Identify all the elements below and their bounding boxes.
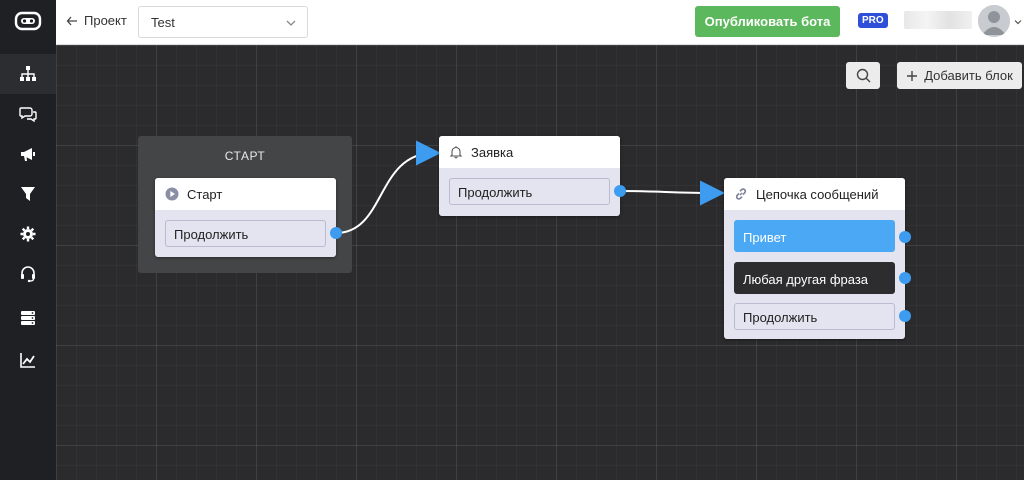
- add-block-button[interactable]: Добавить блок: [897, 62, 1022, 89]
- output-connector[interactable]: [899, 272, 911, 284]
- server-icon: [21, 311, 35, 325]
- arrow-left-icon: [66, 16, 77, 25]
- node-message-chain-header[interactable]: Цепочка сообщений: [724, 178, 905, 210]
- node-chain-button-hello[interactable]: Привет: [734, 220, 895, 252]
- sitemap-icon: [20, 66, 36, 81]
- sidebar-item-filters[interactable]: [0, 174, 56, 214]
- search-icon: [856, 68, 870, 83]
- chart-line-icon: [20, 353, 35, 368]
- node-start-button-continue[interactable]: Продолжить: [165, 220, 326, 247]
- plus-icon: [907, 70, 918, 81]
- sidebar-item-settings[interactable]: [0, 214, 56, 254]
- sidebar-item-broadcasts[interactable]: [0, 134, 56, 174]
- logo-icon[interactable]: [14, 8, 42, 34]
- node-start-header[interactable]: Старт: [155, 178, 336, 210]
- play-circle-icon: [165, 187, 179, 201]
- chat-icon: [19, 107, 37, 123]
- chevron-down-icon: [286, 20, 296, 26]
- filter-icon: [21, 187, 35, 201]
- sidebar-item-analytics[interactable]: [0, 340, 56, 380]
- headset-icon: [21, 266, 35, 283]
- sidebar: [0, 0, 56, 480]
- sidebar-item-flow[interactable]: [0, 54, 56, 94]
- user-avatar-icon: [978, 5, 1010, 37]
- back-to-project-link[interactable]: Проект: [66, 13, 127, 28]
- avatar[interactable]: [978, 5, 1010, 37]
- node-request-header[interactable]: Заявка: [439, 136, 620, 168]
- flow-canvas[interactable]: Добавить блок СТАРТ Старт Продолжить: [56, 45, 1024, 480]
- output-connector[interactable]: [899, 231, 911, 243]
- output-connector[interactable]: [614, 185, 626, 197]
- node-start[interactable]: Старт Продолжить: [155, 178, 336, 257]
- connection-wires: [335, 140, 725, 234]
- link-icon: [735, 188, 747, 200]
- megaphone-icon: [21, 148, 35, 161]
- node-request[interactable]: Заявка Продолжить: [439, 136, 620, 216]
- project-select-value: Test: [151, 15, 175, 30]
- sidebar-item-chats[interactable]: [0, 94, 56, 134]
- publish-bot-button[interactable]: Опубликовать бота: [695, 6, 840, 37]
- sidebar-item-storage[interactable]: [0, 298, 56, 338]
- node-title: Цепочка сообщений: [756, 186, 879, 202]
- node-request-button-continue[interactable]: Продолжить: [449, 178, 610, 205]
- add-block-label: Добавить блок: [924, 68, 1013, 83]
- back-link-label: Проект: [84, 13, 127, 28]
- output-connector[interactable]: [899, 310, 911, 322]
- node-chain-button-any-phrase[interactable]: Любая другая фраза: [734, 262, 895, 294]
- sidebar-item-support[interactable]: [0, 254, 56, 294]
- node-title: Заявка: [471, 144, 514, 160]
- node-chain-button-continue[interactable]: Продолжить: [734, 303, 895, 330]
- chevron-down-icon[interactable]: [1014, 18, 1022, 26]
- wire-request-to-chain: [619, 190, 715, 194]
- node-message-chain[interactable]: Цепочка сообщений Привет Любая другая фр…: [724, 178, 905, 339]
- bell-icon: [449, 146, 463, 159]
- top-header: Проект Test Опубликовать бота PRO: [56, 0, 1024, 45]
- user-name-redacted: [904, 11, 972, 29]
- wire-start-to-request: [335, 152, 435, 234]
- pro-badge: PRO: [858, 13, 888, 28]
- search-button[interactable]: [846, 62, 880, 89]
- node-title: Старт: [187, 186, 223, 202]
- group-title: СТАРТ: [224, 149, 266, 163]
- output-connector[interactable]: [330, 227, 342, 239]
- project-select[interactable]: Test: [138, 6, 308, 38]
- gear-icon: [20, 226, 36, 242]
